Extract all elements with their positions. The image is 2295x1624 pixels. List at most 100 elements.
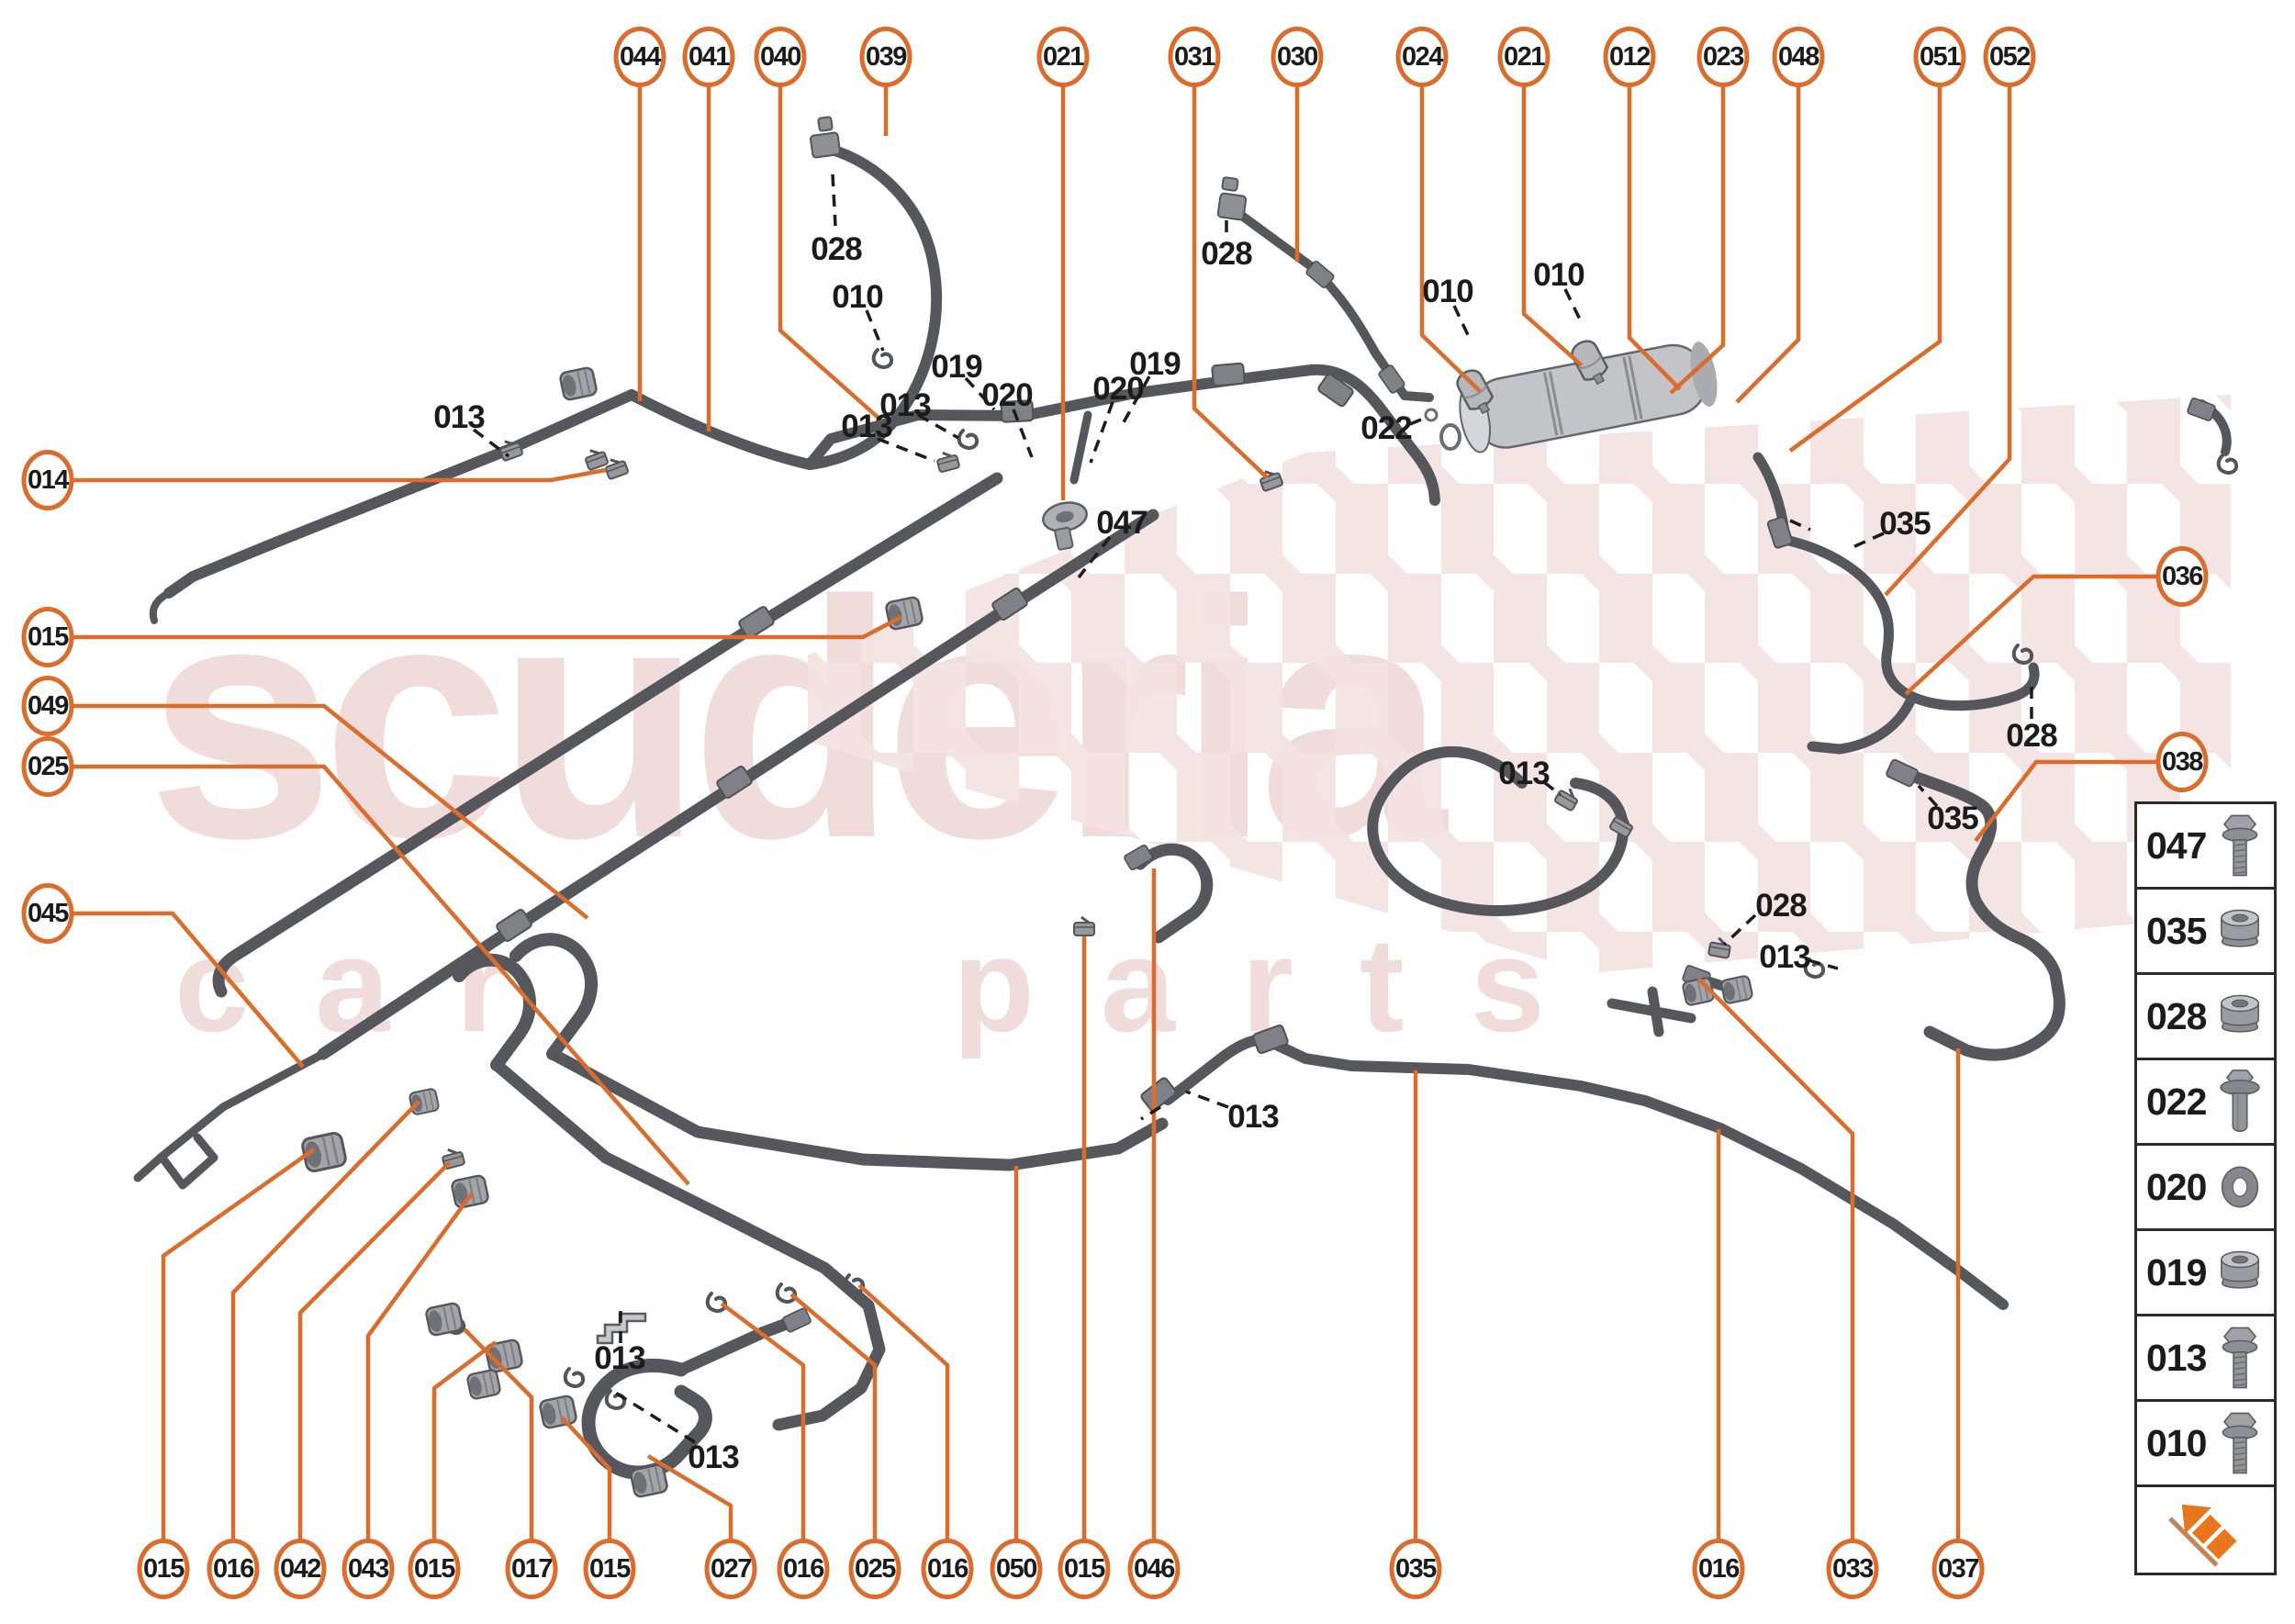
callout-label: 041	[688, 41, 730, 72]
callout-label: 048	[1778, 41, 1819, 72]
legend-row: 019	[2137, 1231, 2274, 1316]
callout-label: 050	[996, 1553, 1037, 1584]
callout-bubble: 039	[859, 27, 912, 87]
part-number-text: 013	[1498, 756, 1550, 791]
callout-bubble: 015	[137, 1539, 190, 1599]
pipe-main-diagonal-a	[212, 472, 1003, 998]
legend-row: 010	[2137, 1402, 2274, 1487]
part-number-text: 020	[981, 377, 1033, 413]
part-number-text: 035	[1927, 801, 1978, 836]
part-number-label: 010	[832, 279, 883, 316]
hose-038-tail	[1923, 1025, 2049, 1061]
callout-label: 016	[213, 1553, 254, 1584]
part-number-text: 013	[1759, 939, 1810, 975]
flange-nut-icon	[2211, 1234, 2268, 1311]
callout-label: 037	[1938, 1553, 1979, 1584]
part-number-text: 010	[832, 279, 883, 315]
part-number-text: 013	[1227, 1099, 1279, 1135]
pipe-wishbone	[133, 1049, 328, 1190]
hose-039-assembly	[804, 143, 943, 470]
hose-u-bend	[581, 1358, 712, 1480]
flange-nut-icon	[2211, 978, 2268, 1055]
wire-clip	[957, 429, 980, 451]
callout-label: 016	[783, 1553, 824, 1584]
legend-part-number: 035	[2146, 909, 2207, 952]
callout-bubble: 025	[848, 1539, 901, 1599]
part-number-text: 010	[1422, 274, 1473, 309]
part-number-label: 010	[1422, 274, 1473, 310]
part-number-text: 035	[1879, 506, 1931, 542]
callout-label: 025	[855, 1553, 896, 1584]
callout-label: 052	[1989, 41, 2031, 72]
legend-row: 013	[2137, 1316, 2274, 1402]
callout-bubble: 015	[1058, 1539, 1111, 1599]
callout-bubble: 046	[1127, 1539, 1181, 1599]
pipe-long-topleft-tail	[149, 589, 173, 624]
wire-clip	[604, 1389, 627, 1411]
callout-bubble: 027	[704, 1539, 757, 1599]
fittings	[299, 116, 2239, 1499]
part-number-text: 013	[688, 1439, 739, 1475]
part-number-label: 020	[1092, 371, 1144, 408]
watermark-tagline: car parts	[174, 910, 1611, 1059]
part-number-label: 028	[1201, 236, 1252, 273]
callout-label: 017	[511, 1553, 553, 1584]
part-number-text: 028	[1755, 888, 1807, 924]
bolt-icon	[2211, 1319, 2268, 1396]
connector-stub	[817, 116, 834, 132]
callout-bubble: 030	[1271, 27, 1324, 87]
hose-038-assembly	[1910, 771, 2066, 1045]
clamp	[1072, 915, 1096, 937]
callout-label: 027	[711, 1553, 752, 1584]
legend-row: 047	[2137, 804, 2274, 890]
hose-elbow-2	[509, 933, 599, 1060]
part-number-label: 013	[1759, 939, 1810, 976]
callout-label: 024	[1402, 41, 1443, 72]
hose-036-assembly	[1784, 535, 2040, 711]
pipe-lower-center	[546, 1047, 1169, 1171]
callout-label: 031	[1174, 41, 1215, 72]
callout-bubble: 021	[1036, 27, 1090, 87]
clamp	[581, 444, 610, 472]
callout-bubble: 012	[1603, 27, 1656, 87]
clamp	[934, 448, 961, 475]
callout-label: 012	[1609, 41, 1651, 72]
callout-bubble: 015	[21, 607, 74, 667]
callout-label: 021	[1504, 41, 1545, 72]
clamp	[1552, 783, 1583, 813]
callout-label: 015	[589, 1553, 631, 1584]
part-number-text: 028	[811, 231, 862, 267]
callout-label: 043	[348, 1553, 389, 1584]
rubber-bushing	[629, 1462, 669, 1499]
pipe-t-fitting	[1606, 986, 1696, 1037]
flange-nut-icon	[2211, 892, 2268, 969]
legend-part-number: 020	[2146, 1165, 2207, 1208]
part-number-text: 019	[1129, 346, 1181, 382]
seal-washer	[1424, 408, 1439, 422]
callout-bubble: 037	[1931, 1539, 1985, 1599]
rubber-bushing	[1719, 974, 1754, 1005]
pipe-center-branch	[1069, 410, 1092, 485]
callout-bubble: 024	[1395, 27, 1449, 87]
clamp	[1707, 935, 1733, 960]
callout-bubble: 016	[1692, 1539, 1745, 1599]
callout-label: 040	[760, 41, 801, 72]
flanged-grommet	[1042, 501, 1088, 551]
part-number-label: 022	[1360, 410, 1412, 447]
part-number-text: 013	[841, 409, 892, 444]
callout-bubble: 016	[777, 1539, 830, 1599]
callout-label: 046	[1134, 1553, 1175, 1584]
callout-label: 049	[28, 690, 69, 721]
legend-row: 022	[2137, 1060, 2274, 1146]
retaining-ring	[1439, 423, 1461, 451]
rubber-bushing	[450, 1173, 490, 1210]
pipe-long-topleft	[163, 389, 637, 599]
part-number-label: 028	[1755, 888, 1807, 924]
wire-clip	[2216, 454, 2239, 476]
part-number-text: 010	[1533, 257, 1584, 293]
connector-block	[1216, 192, 1248, 221]
wire-clip	[871, 348, 894, 370]
part-number-label: 035	[1879, 506, 1931, 543]
legend-part-number: 019	[2146, 1250, 2207, 1294]
